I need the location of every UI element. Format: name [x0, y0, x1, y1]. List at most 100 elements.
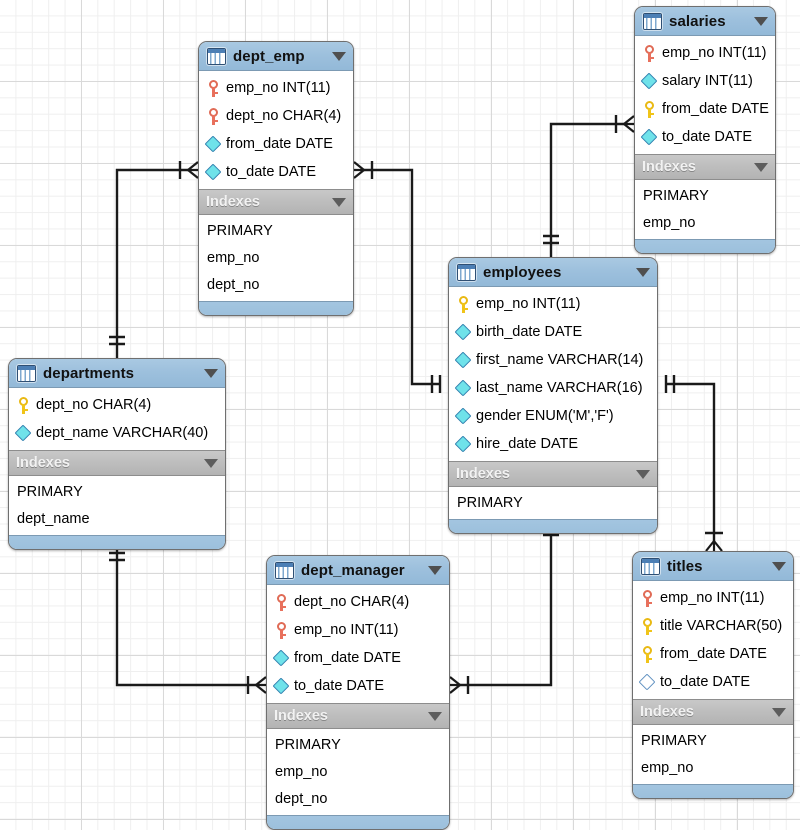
chevron-down-icon[interactable] [332, 51, 346, 61]
column-label: to_date DATE [226, 164, 317, 180]
index-row[interactable]: PRIMARY [207, 222, 273, 239]
relationship-employees-titles[interactable] [664, 375, 723, 552]
table-icon [17, 364, 36, 382]
table-titles[interactable]: titles emp_no INT(11)title VARCHAR(50) fro… [632, 551, 794, 799]
table-name: salaries [669, 12, 726, 30]
column-row[interactable]: dept_no CHAR(4) [199, 102, 353, 130]
column-row[interactable]: title VARCHAR(50) [633, 612, 793, 640]
column-row[interactable]: to_date DATE [267, 672, 449, 700]
column-row[interactable]: first_name VARCHAR(14) [449, 346, 657, 374]
nullable-column-icon [638, 673, 656, 691]
foreign-key-icon [274, 621, 288, 639]
column-row[interactable]: to_date DATE [199, 158, 353, 186]
chevron-down-icon[interactable] [636, 469, 650, 479]
chevron-down-icon[interactable] [754, 162, 768, 172]
column-row[interactable]: gender ENUM('M','F') [449, 402, 657, 430]
index-row[interactable]: PRIMARY [457, 494, 523, 511]
table-header-titles[interactable]: titles [633, 552, 793, 581]
column-row[interactable]: emp_no INT(11) [449, 290, 657, 318]
indexes-header-departments[interactable]: Indexes [9, 450, 225, 476]
relationship-employees-salaries[interactable] [543, 115, 635, 257]
table-header-departments[interactable]: departments [9, 359, 225, 388]
column-row[interactable]: last_name VARCHAR(16) [449, 374, 657, 402]
index-row[interactable]: PRIMARY [275, 736, 341, 753]
table-header-salaries[interactable]: salaries [635, 7, 775, 36]
chevron-down-icon[interactable] [772, 561, 786, 571]
relationship-departments-dept_manager[interactable] [109, 539, 267, 694]
table-employees[interactable]: employees emp_no INT(11)birth_date DATE fi… [448, 257, 658, 534]
column-list-departments: dept_no CHAR(4)dept_name VARCHAR(40) [9, 388, 225, 450]
chevron-down-icon[interactable] [636, 267, 650, 277]
column-row[interactable]: dept_name VARCHAR(40) [9, 419, 225, 447]
column-icon [272, 649, 290, 667]
primary-key-icon [640, 617, 654, 635]
table-header-employees[interactable]: employees [449, 258, 657, 287]
column-row[interactable]: to_date DATE [635, 123, 775, 151]
chevron-down-icon[interactable] [204, 458, 218, 468]
index-row[interactable]: PRIMARY [641, 732, 707, 749]
relationship-employees-dept_emp[interactable] [353, 161, 442, 393]
primary-key-icon [642, 100, 656, 118]
indexes-label: Indexes [640, 704, 694, 720]
column-row[interactable]: emp_no INT(11) [633, 584, 793, 612]
index-row[interactable]: PRIMARY [643, 187, 709, 204]
column-row[interactable]: emp_no INT(11) [635, 39, 775, 67]
column-label: dept_no CHAR(4) [226, 108, 342, 124]
foreign-key-icon [206, 107, 220, 125]
table-icon [641, 557, 660, 575]
column-row[interactable]: to_date DATE [633, 668, 793, 696]
column-list-titles: emp_no INT(11)title VARCHAR(50) from_date… [633, 581, 793, 699]
column-row[interactable]: from_date DATE [199, 130, 353, 158]
column-row[interactable]: dept_no CHAR(4) [267, 588, 449, 616]
column-icon [454, 351, 472, 369]
table-footer [267, 815, 449, 829]
index-row[interactable]: dept_name [17, 510, 90, 527]
column-row[interactable]: emp_no INT(11) [267, 616, 449, 644]
chevron-down-icon[interactable] [754, 16, 768, 26]
table-salaries[interactable]: salaries emp_no INT(11)salary INT(11) from… [634, 6, 776, 254]
index-row[interactable]: dept_no [207, 276, 260, 293]
column-row[interactable]: hire_date DATE [449, 430, 657, 458]
table-dept_manager[interactable]: dept_manager dept_no CHAR(4)emp_no INT(11… [266, 555, 450, 830]
column-label: from_date DATE [294, 650, 401, 666]
relationship-employees-dept_manager[interactable] [449, 518, 559, 694]
relationship-departments-dept_emp[interactable] [109, 161, 199, 358]
chevron-down-icon[interactable] [428, 565, 442, 575]
table-footer [449, 519, 657, 533]
index-row[interactable]: dept_no [275, 790, 328, 807]
column-label: first_name VARCHAR(14) [476, 352, 644, 368]
indexes-header-dept_manager[interactable]: Indexes [267, 703, 449, 729]
foreign-key-icon [640, 589, 654, 607]
column-row[interactable]: dept_no CHAR(4) [9, 391, 225, 419]
index-row[interactable]: emp_no [275, 763, 328, 780]
indexes-header-salaries[interactable]: Indexes [635, 154, 775, 180]
indexes-header-dept_emp[interactable]: Indexes [199, 189, 353, 215]
chevron-down-icon[interactable] [772, 707, 786, 717]
chevron-down-icon[interactable] [204, 368, 218, 378]
column-row[interactable]: from_date DATE [633, 640, 793, 668]
chevron-down-icon[interactable] [428, 711, 442, 721]
column-row[interactable]: salary INT(11) [635, 67, 775, 95]
table-footer [199, 301, 353, 315]
column-label: from_date DATE [226, 136, 333, 152]
indexes-header-titles[interactable]: Indexes [633, 699, 793, 725]
index-list-employees: PRIMARY [449, 487, 657, 519]
table-header-dept_emp[interactable]: dept_emp [199, 42, 353, 71]
chevron-down-icon[interactable] [332, 197, 346, 207]
column-label: from_date DATE [660, 646, 767, 662]
table-header-dept_manager[interactable]: dept_manager [267, 556, 449, 585]
index-row[interactable]: emp_no [207, 249, 260, 266]
index-row[interactable]: PRIMARY [17, 483, 83, 500]
indexes-header-employees[interactable]: Indexes [449, 461, 657, 487]
column-label: from_date DATE [662, 101, 769, 117]
table-dept_emp[interactable]: dept_emp emp_no INT(11) dept_no CHAR(4) fro… [198, 41, 354, 316]
column-icon [454, 435, 472, 453]
column-row[interactable]: emp_no INT(11) [199, 74, 353, 102]
column-row[interactable]: from_date DATE [267, 644, 449, 672]
column-row[interactable]: from_date DATE [635, 95, 775, 123]
index-row[interactable]: emp_no [641, 759, 694, 776]
column-row[interactable]: birth_date DATE [449, 318, 657, 346]
index-row[interactable]: emp_no [643, 214, 696, 231]
